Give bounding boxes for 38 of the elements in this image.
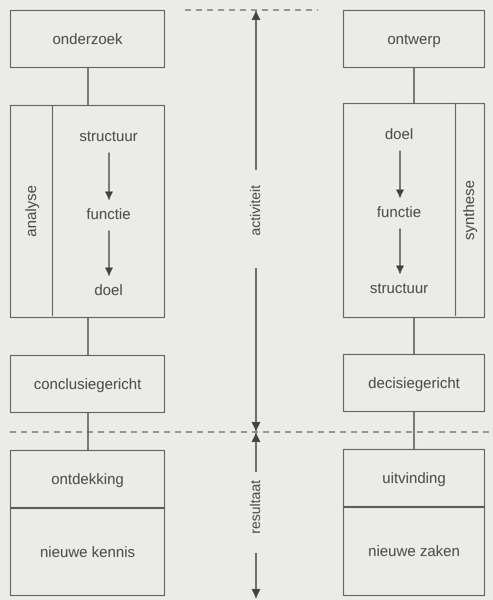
step-label: structuur (344, 276, 454, 300)
arrow (105, 230, 113, 276)
process-box (343, 10, 485, 68)
step-label: doel (53, 278, 164, 302)
connector-line (87, 68, 89, 105)
step-label: structuur (53, 124, 164, 148)
connector-line (413, 412, 415, 449)
process-box (343, 507, 485, 596)
box-label: ontwerp (387, 30, 441, 48)
process-box (10, 355, 165, 413)
connector-line (413, 318, 415, 354)
axis-label: activiteit (247, 185, 263, 236)
process-box (10, 508, 165, 596)
arrow (396, 228, 404, 274)
process-box (10, 450, 165, 508)
box-label: nieuwe zaken (368, 543, 460, 560)
step-label: functie (344, 200, 454, 224)
arrow (105, 152, 113, 200)
step-label: doel (344, 122, 454, 146)
panel-box (343, 103, 485, 318)
step-label: functie (53, 202, 164, 226)
box-label: decisiegericht (368, 374, 460, 392)
box-label: nieuwe kennis (40, 544, 136, 560)
process-box (10, 10, 165, 68)
arrow (396, 150, 404, 198)
band-label: analyse (23, 185, 40, 237)
process-box (343, 449, 485, 507)
panel-box (10, 105, 165, 318)
box-label: conclusiegericht (34, 376, 142, 392)
connector-line (87, 413, 89, 450)
process-box (343, 354, 485, 412)
connector-line (87, 318, 89, 355)
box-label: uitvinding (382, 470, 446, 486)
connector-line (413, 68, 415, 103)
box-label: onderzoek (52, 30, 123, 48)
axis-label: resultaat (247, 480, 263, 534)
box-label: ontdekking (51, 470, 124, 488)
band-label: synthese (461, 180, 478, 240)
